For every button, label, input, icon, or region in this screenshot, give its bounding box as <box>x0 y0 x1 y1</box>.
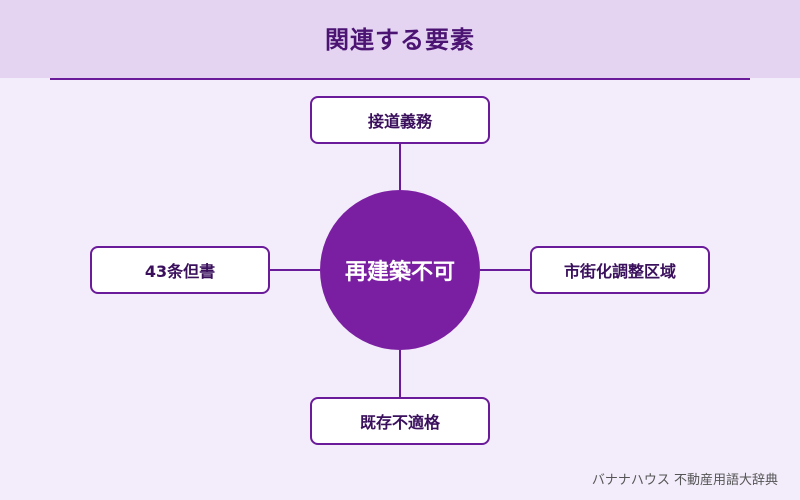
connector-left <box>270 269 320 271</box>
source-credit: バナナハウス 不動産用語大辞典 <box>591 473 778 488</box>
node-top-label: 接道義務 <box>367 112 432 131</box>
center-node-label: 再建築不可 <box>344 260 455 285</box>
node-left: 43条但書 <box>90 246 270 294</box>
node-top: 接道義務 <box>310 96 490 144</box>
node-bottom-label: 既存不適格 <box>359 413 440 432</box>
node-bottom: 既存不適格 <box>310 397 490 445</box>
page-title: 関連する要素 <box>325 26 475 54</box>
node-right: 市街化調整区域 <box>530 246 710 294</box>
connector-right <box>480 269 530 271</box>
node-left-label: 43条但書 <box>144 262 216 281</box>
header-divider <box>50 78 750 80</box>
connector-top <box>399 144 401 190</box>
header-band <box>0 0 800 78</box>
center-node: 再建築不可 <box>320 190 480 350</box>
connector-bottom <box>399 350 401 397</box>
node-right-label: 市街化調整区域 <box>563 262 676 281</box>
